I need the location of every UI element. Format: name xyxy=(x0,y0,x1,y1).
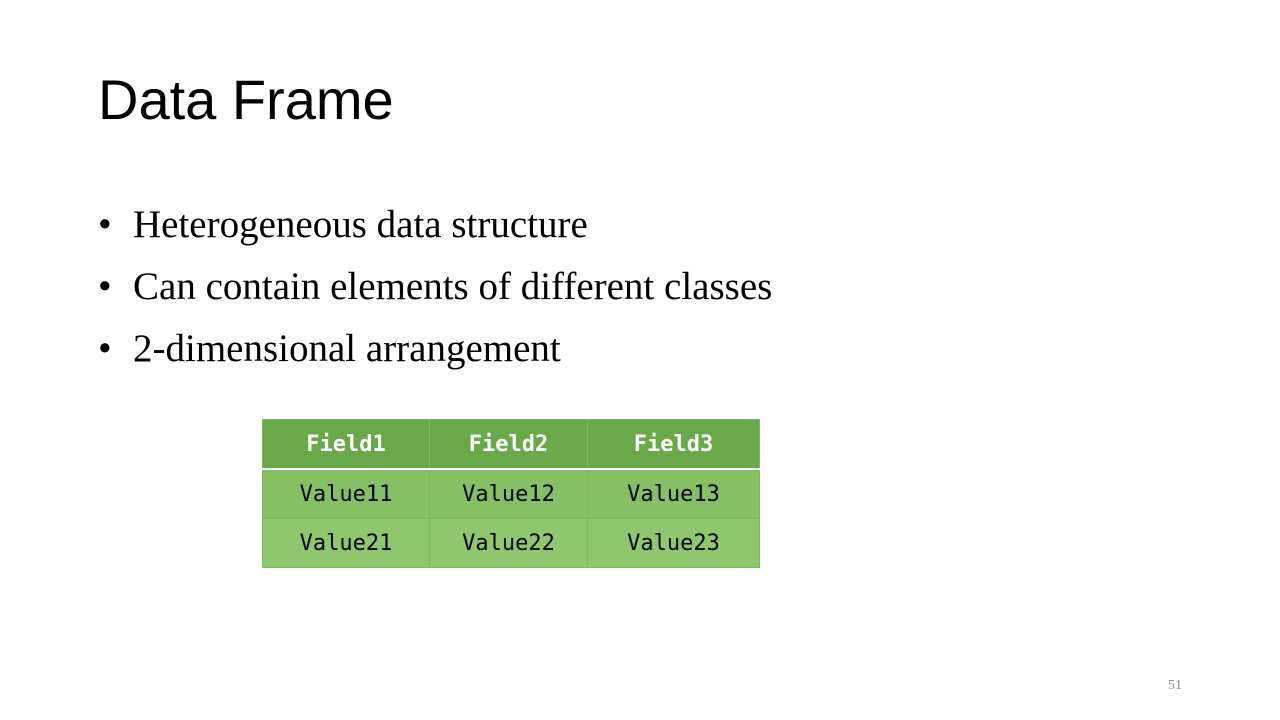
bullet-text: Heterogeneous data structure xyxy=(133,203,588,246)
table-header-cell: Field2 xyxy=(429,419,588,470)
table-header-cell: Field1 xyxy=(262,419,430,470)
table-cell: Value13 xyxy=(587,468,760,519)
table-header-cell: Field3 xyxy=(587,419,760,470)
table-row: Value21 Value22 Value23 xyxy=(262,518,760,568)
bullet-text: Can contain elements of different classe… xyxy=(133,265,773,308)
bullet-item: • 2-dimensional arrangement xyxy=(98,318,772,380)
table-cell: Value23 xyxy=(587,518,760,568)
bullet-list: • Heterogeneous data structure • Can conta… xyxy=(98,194,772,380)
table-row: Value11 Value12 Value13 xyxy=(262,468,760,519)
bullet-item: • Can contain elements of different class… xyxy=(98,256,772,318)
bullet-item: • Heterogeneous data structure xyxy=(98,194,772,256)
table-cell: Value12 xyxy=(429,468,588,519)
slide-title: Data Frame xyxy=(98,68,394,131)
table-header-row: Field1 Field2 Field3 xyxy=(262,419,760,470)
slide-number: 51 xyxy=(1168,678,1182,693)
data-frame-table: Field1 Field2 Field3 Value11 Value12 Val… xyxy=(262,419,760,568)
table-cell: Value21 xyxy=(262,518,430,568)
bullet-text: 2-dimensional arrangement xyxy=(133,327,561,370)
bullet-icon: • xyxy=(98,203,112,246)
bullet-icon: • xyxy=(98,265,112,308)
table-cell: Value22 xyxy=(429,518,588,568)
table-cell: Value11 xyxy=(262,468,430,519)
bullet-icon: • xyxy=(98,327,112,370)
